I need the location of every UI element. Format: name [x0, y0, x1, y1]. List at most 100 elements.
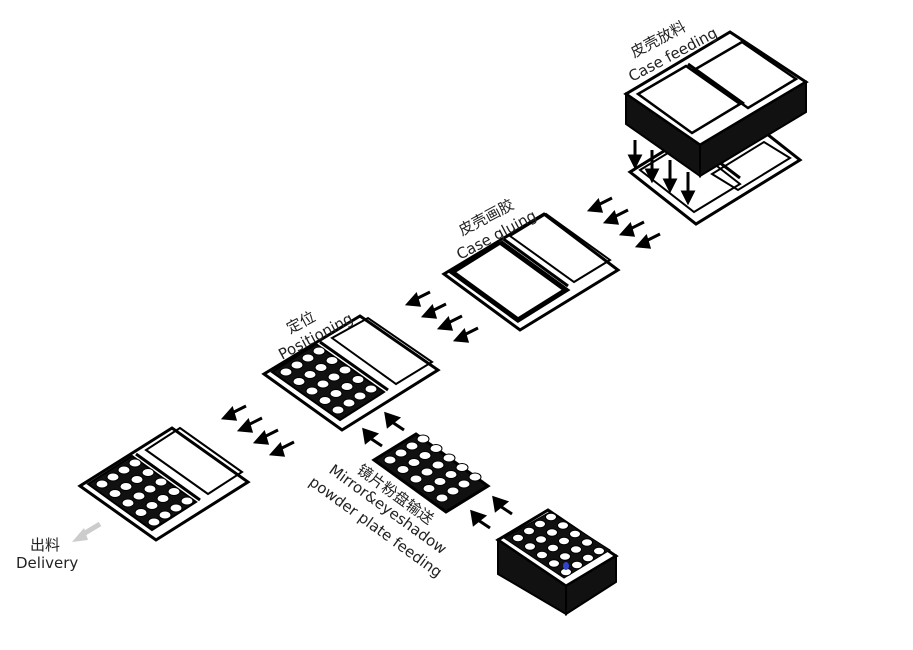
well — [342, 398, 356, 408]
well — [455, 463, 469, 472]
well — [167, 487, 181, 496]
flow-arrows-3 — [220, 404, 295, 457]
well — [147, 517, 161, 527]
well — [95, 479, 109, 489]
well — [394, 448, 408, 458]
well — [571, 560, 583, 570]
well — [279, 367, 293, 377]
well — [545, 512, 557, 522]
mirror-stack-box — [495, 508, 619, 616]
well — [158, 510, 172, 520]
well — [351, 375, 365, 384]
well — [145, 501, 159, 510]
well — [446, 486, 460, 496]
well — [535, 535, 547, 544]
well — [130, 475, 144, 484]
well — [416, 434, 430, 444]
well — [119, 482, 133, 491]
well — [409, 474, 423, 484]
mirror-stack-mark — [563, 562, 569, 570]
well — [301, 353, 315, 363]
well — [156, 494, 170, 503]
flow-arrows-1 — [586, 196, 661, 249]
well — [548, 559, 560, 568]
case-gluing-station: 皮壳画胶 Case gluing — [441, 195, 621, 332]
well — [418, 451, 432, 460]
well — [338, 365, 352, 375]
well — [364, 384, 378, 394]
well — [429, 444, 443, 453]
well — [353, 391, 367, 401]
well — [169, 503, 183, 513]
delivery-arrow — [72, 521, 102, 542]
well — [546, 528, 558, 537]
positioning-station: 定位 Positioning — [261, 308, 441, 432]
well — [340, 382, 354, 391]
well — [569, 529, 581, 539]
well — [457, 479, 471, 489]
well — [141, 468, 155, 477]
well — [121, 498, 135, 508]
well — [534, 519, 546, 529]
well — [559, 552, 571, 561]
well — [331, 405, 345, 415]
well — [581, 538, 593, 547]
well — [143, 484, 157, 494]
well — [536, 550, 548, 560]
mirror-stack-wells — [512, 512, 605, 577]
well — [396, 465, 410, 474]
case-feeding-station: 皮壳放料 Case feeding — [623, 17, 809, 226]
delivery-label-en: Delivery — [16, 554, 78, 572]
delivery-label-zh: 出料 — [30, 536, 60, 554]
positioning-wells — [279, 346, 378, 415]
well — [292, 377, 306, 386]
mirror-plate-wells — [383, 434, 482, 503]
well — [422, 484, 436, 493]
well — [106, 472, 120, 482]
well — [405, 441, 419, 451]
well — [420, 467, 434, 477]
well — [316, 379, 330, 389]
well — [305, 386, 319, 396]
well — [523, 526, 535, 536]
well — [433, 477, 447, 486]
well — [547, 543, 559, 553]
well — [435, 493, 449, 503]
well — [582, 553, 594, 563]
well — [512, 533, 524, 543]
well — [383, 455, 397, 465]
well — [132, 491, 146, 501]
well — [134, 508, 148, 517]
well — [290, 360, 304, 370]
well — [108, 489, 122, 498]
delivery-tray — [77, 426, 251, 542]
well — [431, 460, 445, 470]
case-stack — [623, 30, 809, 178]
well — [442, 453, 456, 463]
well — [593, 546, 605, 556]
well — [303, 370, 317, 379]
delivery-wells — [95, 458, 194, 527]
well — [318, 396, 332, 405]
well — [314, 363, 328, 372]
well — [154, 477, 168, 487]
well — [558, 536, 570, 546]
well — [180, 496, 194, 506]
well — [468, 472, 482, 482]
well — [407, 458, 421, 467]
case-drop-arrows — [627, 140, 696, 206]
flow-arrows-2 — [404, 290, 479, 343]
well — [557, 521, 569, 530]
mirror-plate — [371, 432, 491, 514]
well — [444, 470, 458, 479]
well — [524, 542, 536, 551]
well — [325, 356, 339, 365]
well — [128, 458, 142, 468]
well — [117, 465, 131, 475]
well — [570, 545, 582, 554]
feed-up-arrows — [362, 411, 513, 530]
well — [329, 389, 343, 398]
well — [327, 372, 341, 382]
well — [312, 346, 326, 356]
